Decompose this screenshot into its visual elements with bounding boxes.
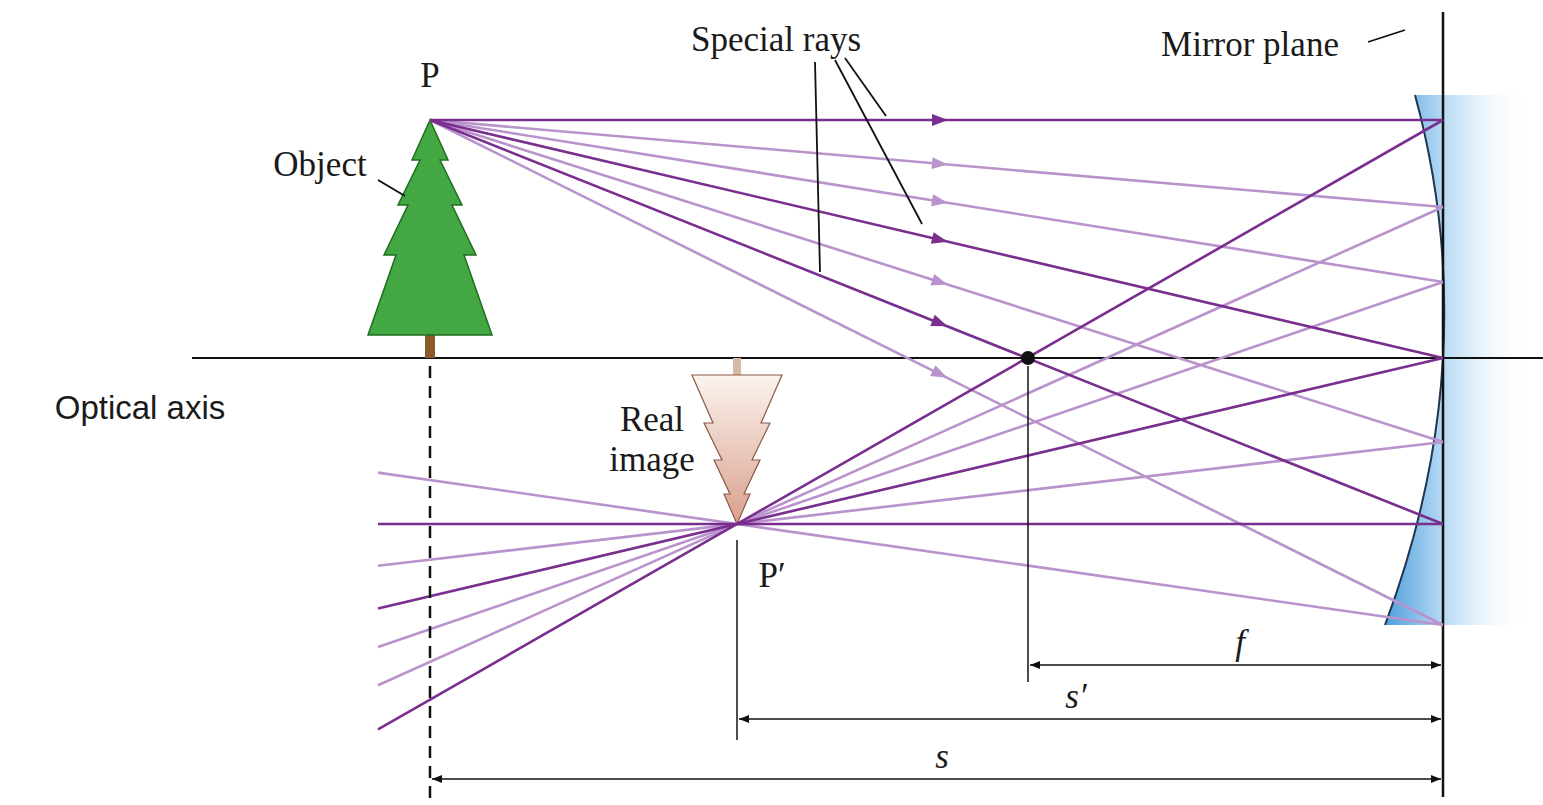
reflected-ray [378, 207, 1443, 685]
callout-label: Real image [602, 400, 702, 481]
optical-axis [192, 357, 1543, 359]
reflected-ray [378, 358, 1443, 608]
dimension-label: s′ [1065, 677, 1086, 717]
focal-point [1021, 351, 1035, 365]
ray-arrowhead [930, 365, 947, 378]
point-label: P′ [758, 556, 785, 596]
mirror-plane-line [1442, 12, 1445, 797]
incident-ray [430, 120, 1443, 207]
ray-arrowhead [931, 232, 948, 244]
reflected-ray [378, 120, 1443, 729]
point-label: P [420, 56, 439, 96]
ray-arrowhead [932, 114, 948, 126]
reflected-ray [378, 473, 1443, 625]
incident-ray [430, 120, 1443, 282]
callout-label: Mirror plane [1161, 25, 1339, 65]
ray-arrowhead [931, 194, 948, 206]
incident-ray [430, 120, 1443, 625]
reflected-ray [378, 282, 1443, 647]
dimension-lines [430, 366, 1441, 805]
object-tree [368, 120, 492, 358]
reflected-ray [378, 523, 1443, 526]
ray-arrowhead [930, 315, 947, 327]
ray-arrowhead [931, 274, 948, 285]
callout-label: Object [273, 145, 366, 185]
mirror-body [1385, 95, 1530, 625]
image-tree [692, 358, 782, 524]
dimension-label: s [935, 737, 949, 777]
light-rays [378, 114, 1443, 729]
callout-label: Special rays [691, 20, 861, 60]
incident-ray [430, 120, 1443, 358]
ray-arrowhead [932, 157, 948, 169]
axis-label: Optical axis [55, 389, 226, 427]
dimension-label: f [1235, 623, 1245, 663]
leader-lines [378, 30, 1405, 272]
incident-ray [430, 120, 1443, 524]
